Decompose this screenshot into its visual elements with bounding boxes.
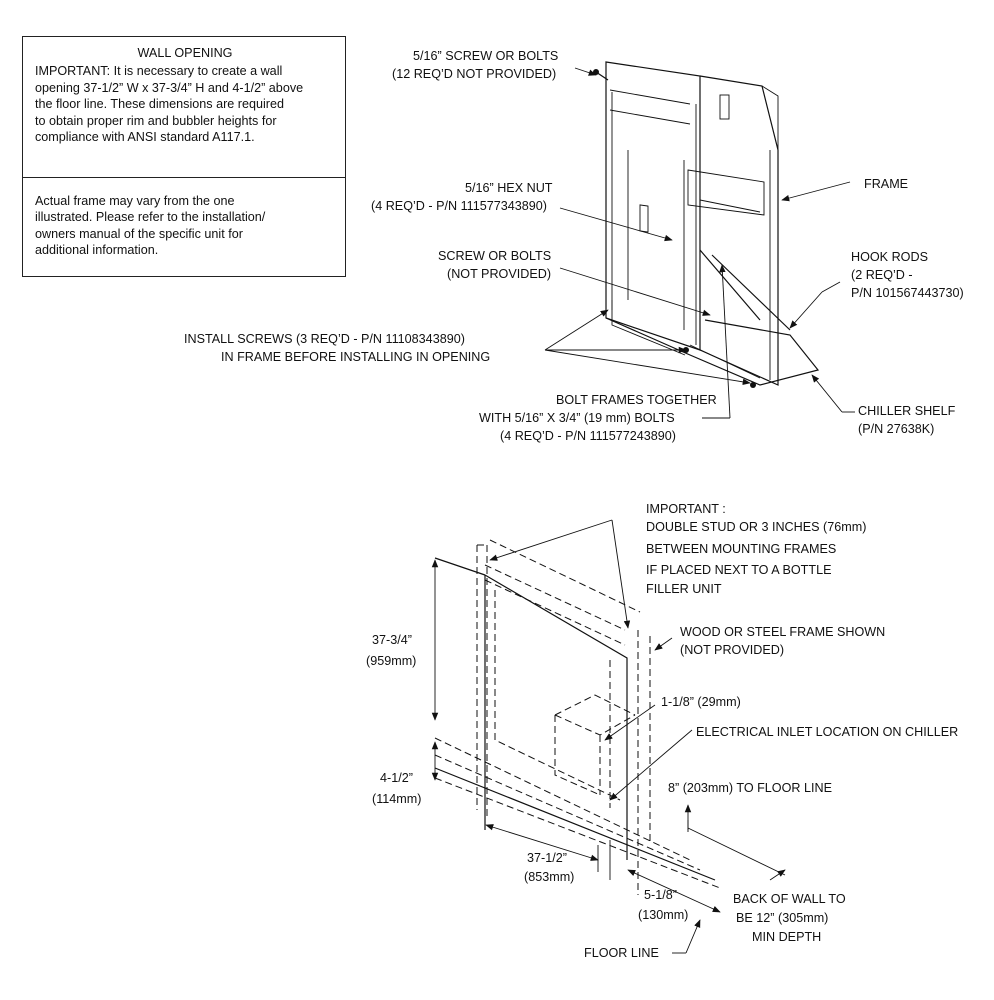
height-dim-label-2: (959mm) — [366, 654, 416, 668]
wall-opening-outline — [484, 574, 628, 860]
wall-opening-drawing — [434, 539, 786, 895]
back-of-wall-label-2: BE 12” (305mm) — [736, 911, 828, 925]
important-label-3: BETWEEN MOUNTING FRAMES — [646, 542, 836, 556]
width-dim-label-2: (853mm) — [524, 870, 574, 884]
wood-steel-label-2: (NOT PROVIDED) — [680, 643, 784, 657]
chiller-shelf-label-2: (P/N 27638K) — [858, 422, 934, 436]
wall-opening-title: WALL OPENING — [137, 46, 233, 60]
screw-bolts-label-2: (12 REQ’D NOT PROVIDED) — [392, 67, 556, 81]
hook-rods — [699, 249, 791, 331]
screw-or-bolts-label-1: SCREW OR BOLTS — [438, 249, 551, 263]
chiller-shelf-label-1: CHILLER SHELF — [858, 404, 956, 418]
inlet-offset-label: 1-1/8” (29mm) — [661, 695, 741, 709]
left-frame-panel — [605, 61, 701, 351]
side-dim-label-1: 5-1/8” — [644, 888, 677, 902]
frame-assembly-drawing — [593, 61, 820, 388]
frame-note-line-3: owners manual of the specific unit for — [35, 226, 243, 241]
frame-label: FRAME — [864, 177, 908, 191]
hook-rods-label-3: P/N 101567443730) — [851, 286, 964, 300]
wall-opening-line-1: IMPORTANT: It is necessary to create a w… — [35, 64, 283, 79]
electrical-inlet-label: ELECTRICAL INLET LOCATION ON CHILLER — [696, 725, 958, 739]
bolt-frames-label-3: (4 REQ’D - P/N 111577243890) — [500, 429, 676, 443]
back-of-wall-label-3: MIN DEPTH — [752, 930, 821, 944]
hook-rods-label-2: (2 REQ’D - — [851, 268, 913, 282]
floor-height-label-2: (114mm) — [372, 792, 421, 806]
side-dim-label-2: (130mm) — [638, 908, 688, 922]
back-of-wall-label-1: BACK OF WALL TO — [733, 892, 846, 906]
wood-steel-label-1: WOOD OR STEEL FRAME SHOWN — [680, 625, 885, 639]
hex-nut-label-1: 5/16” HEX NUT — [465, 181, 553, 195]
important-label-1: IMPORTANT : — [646, 502, 726, 516]
bolt-frames-label-2: WITH 5/16” X 3/4” (19 mm) BOLTS — [479, 411, 675, 425]
hook-rods-label-1: HOOK RODS — [851, 250, 928, 264]
frame-note-line-4: additional information. — [35, 243, 159, 258]
install-screws-label-2: IN FRAME BEFORE INSTALLING IN OPENING — [221, 350, 490, 364]
screw-or-bolts-label-2: (NOT PROVIDED) — [447, 267, 551, 281]
height-dim-label-1: 37-3/4” — [372, 633, 412, 647]
frame-variation-note: Actual frame may vary from the one illus… — [22, 177, 346, 277]
screw-bolts-label-1: 5/16” SCREW OR BOLTS — [413, 49, 558, 63]
right-frame-panel — [699, 75, 779, 386]
wall-opening-line-2: opening 37-1/2” W x 37-3/4” H and 4-1/2”… — [35, 80, 304, 95]
frame-note-line-2: illustrated. Please refer to the install… — [35, 210, 266, 225]
hex-nut-label-2: (4 REQ’D - P/N 111577343890) — [371, 199, 547, 213]
frame-note-line-1: Actual frame may vary from the one — [35, 194, 235, 208]
install-screws-label-1: INSTALL SCREWS (3 REQ’D - P/N 1110834389… — [184, 332, 465, 346]
chiller-shelf — [605, 317, 820, 386]
important-label-5: FILLER UNIT — [646, 582, 722, 596]
bottom-dimension-lines — [431, 519, 786, 954]
width-dim-label-1: 37-1/2” — [527, 851, 567, 865]
bolt-frames-label-1: BOLT FRAMES TOGETHER — [556, 393, 717, 407]
floor-height-label-1: 4-1/2” — [380, 771, 413, 785]
floor-line-label: FLOOR LINE — [584, 946, 659, 960]
wall-opening-note: WALL OPENING IMPORTANT: It is necessary … — [22, 36, 346, 178]
wall-opening-line-5: compliance with ANSI standard A117.1. — [35, 130, 255, 145]
top-leader-lines — [544, 67, 855, 419]
inlet-height-label: 8” (203mm) TO FLOOR LINE — [668, 781, 832, 795]
important-label-4: IF PLACED NEXT TO A BOTTLE — [646, 563, 831, 577]
wall-opening-line-4: to obtain proper rim and bubbler heights… — [35, 113, 277, 128]
wall-opening-line-3: the floor line. These dimensions are req… — [35, 97, 284, 112]
important-label-2: DOUBLE STUD OR 3 INCHES (76mm) — [646, 520, 866, 534]
